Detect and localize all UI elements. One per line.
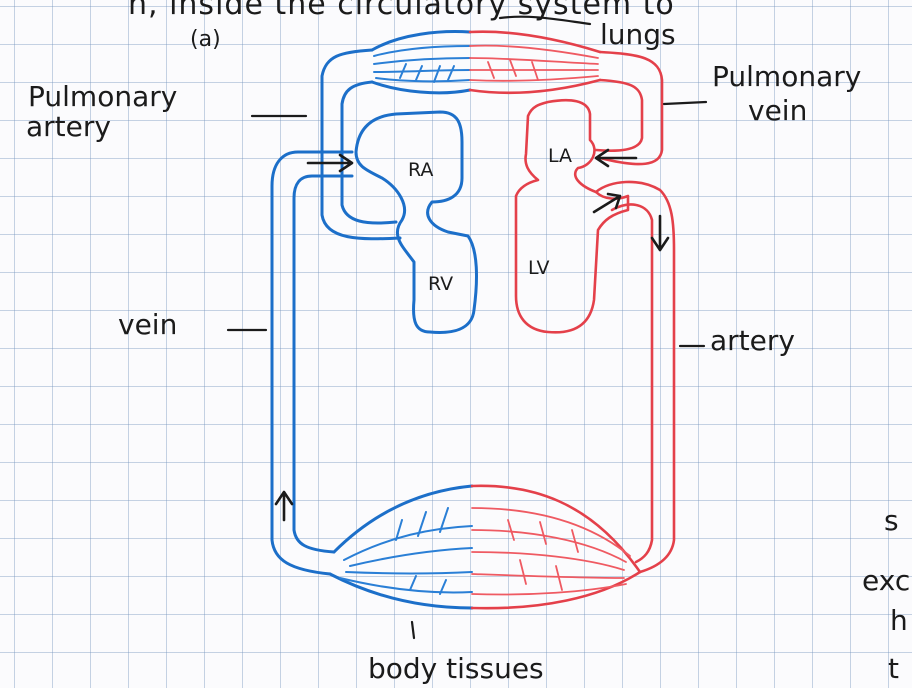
margin-note-1: s: [884, 504, 899, 537]
label-pulmonary-artery-line1: Pulmonary: [28, 80, 177, 113]
lung-capillaries-blue: [372, 32, 470, 93]
label-artery: artery: [710, 324, 795, 357]
chamber-la: LA: [548, 145, 572, 167]
flow-arrow-vein-to-ra: [308, 155, 352, 171]
flow-arrow-vein-up: [276, 492, 292, 520]
part-marker: (a): [190, 27, 221, 52]
chamber-lv: LV: [528, 257, 550, 279]
label-pulmonary-vein-line1: Pulmonary: [712, 60, 861, 93]
label-lungs: lungs: [600, 18, 676, 51]
chamber-rv: RV: [428, 273, 453, 295]
heading-partial: n, inside the circulatory system to: [128, 0, 675, 22]
margin-note-4: t: [888, 652, 899, 685]
body-capillaries-red: [472, 486, 640, 608]
lung-capillaries-red: [470, 32, 600, 93]
label-pulmonary-artery-line2: artery: [26, 110, 111, 143]
artery-vessel: [596, 182, 674, 572]
margin-note-2: exc: [862, 564, 910, 597]
pulmonary-vein-vessel: [596, 52, 662, 164]
pulmonary-artery-vessel: [322, 50, 400, 239]
label-body-tissues: body tissues: [368, 652, 544, 685]
chamber-ra: RA: [408, 159, 433, 181]
body-capillaries-blue: [330, 486, 472, 608]
margin-note-3: h: [890, 604, 908, 637]
label-pulmonary-vein-line2: vein: [748, 94, 807, 127]
leader-body-tissues: [412, 622, 414, 638]
flow-arrow-aorta-down: [652, 216, 668, 250]
leader-pulmonary-vein: [664, 102, 706, 104]
heart-left-side: [516, 100, 628, 332]
label-vein: vein: [118, 308, 177, 341]
